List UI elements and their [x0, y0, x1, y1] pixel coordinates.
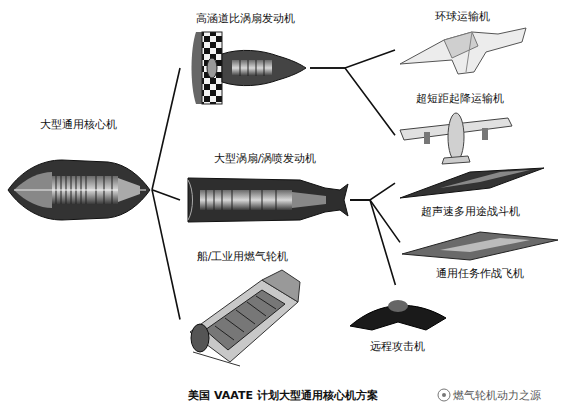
node-label: 通用任务作战飞机: [434, 267, 526, 281]
node-label: 大型通用核心机: [38, 118, 119, 132]
illustration-node: 大型通用核心机: [4, 118, 152, 230]
turbofan-engine-figure: [188, 178, 348, 222]
marine-turbine-figure: [190, 270, 300, 366]
strike-aircraft-figure: [350, 300, 446, 330]
transport-aircraft-figure: [400, 28, 526, 74]
watermark-icon: [438, 389, 450, 401]
illustration-node: 大型涡扇/涡喷发动机: [180, 152, 350, 234]
watermark-text: 燃气轮机动力之源: [453, 388, 541, 403]
node-label: 远程攻击机: [368, 340, 427, 354]
illustration-node: 远程攻击机: [345, 285, 450, 354]
connector-line: [310, 68, 395, 135]
illustration-node: 船/工业用燃气轮机: [180, 250, 305, 372]
illustration-node: 超短距起降运输机: [395, 92, 525, 164]
connector-line: [350, 200, 395, 285]
connector-line: [350, 200, 400, 242]
stol-aircraft-figure: [400, 113, 512, 164]
fighter-aircraft-figure: [400, 168, 544, 198]
connector-line: [310, 50, 395, 68]
connector-line: [152, 190, 180, 200]
node-label: 大型涡扇/涡喷发动机: [212, 152, 319, 166]
node-label: 船/工业用燃气轮机: [195, 250, 291, 264]
node-label: 环球运输机: [433, 10, 492, 24]
connector-line: [152, 190, 180, 320]
core-engine-figure: [8, 160, 150, 220]
connector-line: [152, 68, 180, 190]
illustration-node: 通用任务作战飞机: [400, 225, 560, 281]
illustration-node: 高涵道比涡扇发动机: [180, 12, 310, 107]
high-bypass-engine-figure: [192, 32, 307, 104]
node-label: 高涵道比涡扇发动机: [194, 12, 297, 26]
node-label: 超短距起降运输机: [414, 92, 506, 106]
illustration-node: 超声速多用途战斗机: [395, 163, 545, 219]
mission-aircraft-figure: [402, 232, 558, 260]
figure-caption: 美国 VAATE 计划大型通用核心机方案: [188, 388, 378, 403]
illustration-node: 环球运输机: [395, 10, 530, 78]
node-label: 超声速多用途战斗机: [419, 205, 522, 219]
connector-line: [350, 183, 395, 200]
